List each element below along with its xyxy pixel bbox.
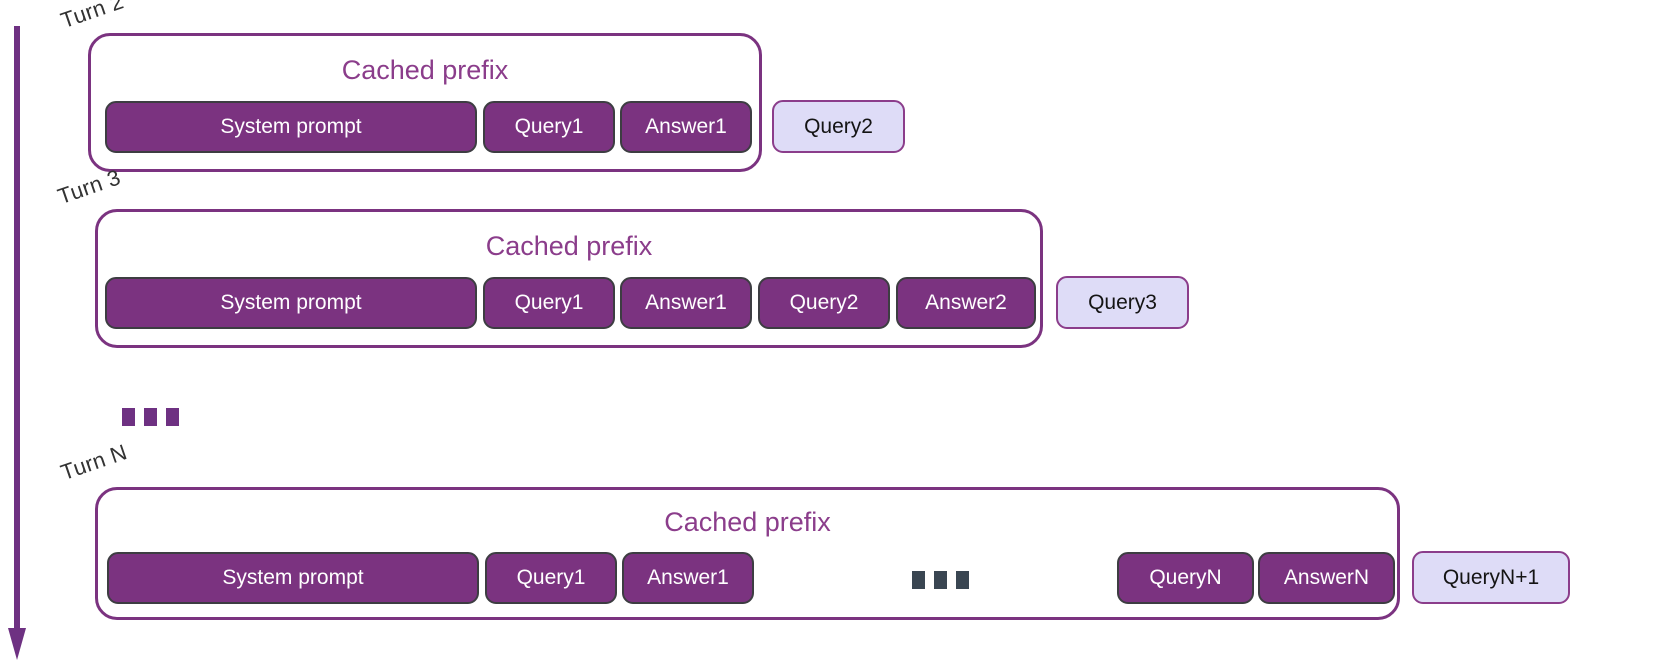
- chip-system-prompt-turn3[interactable]: System prompt: [105, 277, 477, 329]
- chip-answer2-turn3[interactable]: Answer2: [896, 277, 1036, 329]
- chip-query1-turnN[interactable]: Query1: [485, 552, 617, 604]
- vertical-ellipsis-between-turns: [122, 408, 179, 426]
- chip-queryN-turnN[interactable]: QueryN: [1117, 552, 1254, 604]
- cached-prefix-title-turn2: Cached prefix: [341, 55, 509, 85]
- chip-pending-query3[interactable]: Query3: [1056, 276, 1189, 329]
- ellipsis-dot: [166, 408, 179, 426]
- chip-query1-turn3[interactable]: Query1: [483, 277, 615, 329]
- chip-answer1-turnN[interactable]: Answer1: [622, 552, 754, 604]
- ellipsis-dot: [912, 571, 925, 589]
- time-axis-arrow: [8, 26, 32, 662]
- cached-prefix-title-turnN: Cached prefix: [664, 507, 831, 537]
- ellipsis-dot: [956, 571, 969, 589]
- chip-pending-queryN-plus-1[interactable]: QueryN+1: [1412, 551, 1570, 604]
- chip-system-prompt-turnN[interactable]: System prompt: [107, 552, 479, 604]
- chip-answerN-turnN[interactable]: AnswerN: [1258, 552, 1395, 604]
- turn-label-3: Turn 3: [54, 164, 124, 210]
- turn-label-n: Turn N: [57, 439, 131, 486]
- downward-arrow-icon: [8, 26, 26, 660]
- ellipsis-dot: [934, 571, 947, 589]
- ellipsis-dot: [122, 408, 135, 426]
- chip-query1-turn2[interactable]: Query1: [483, 101, 615, 153]
- chip-answer1-turn2[interactable]: Answer1: [620, 101, 752, 153]
- chip-pending-query2[interactable]: Query2: [772, 100, 905, 153]
- chip-system-prompt-turn2[interactable]: System prompt: [105, 101, 477, 153]
- ellipsis-dot: [144, 408, 157, 426]
- cached-prefix-title-turn3: Cached prefix: [485, 231, 653, 261]
- chip-answer1-turn3[interactable]: Answer1: [620, 277, 752, 329]
- turn-label-2: Turn 2: [57, 0, 127, 34]
- chip-query2-turn3[interactable]: Query2: [758, 277, 890, 329]
- inline-ellipsis-turnN: [912, 571, 969, 589]
